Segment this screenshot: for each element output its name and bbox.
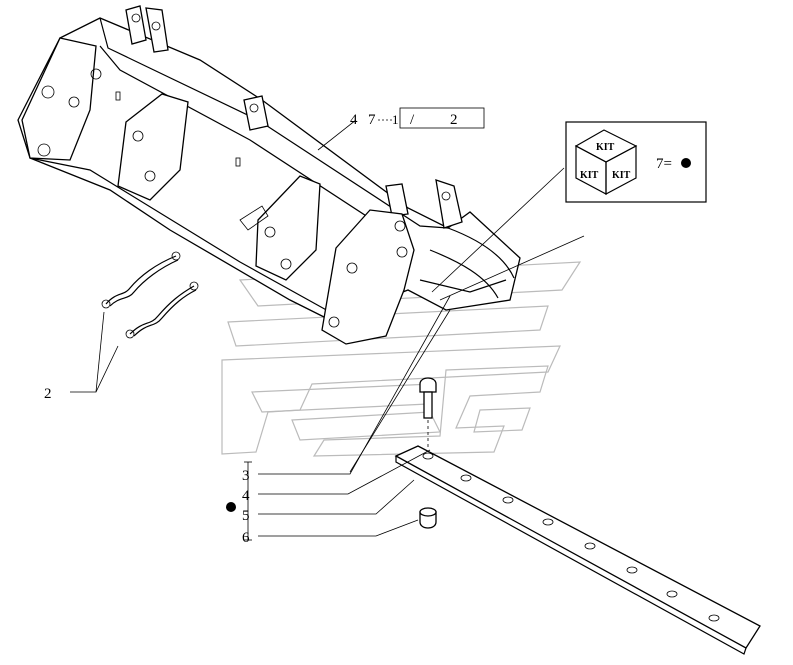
- part-label-3: 3: [242, 468, 250, 484]
- cutting-edge-blade: [394, 445, 761, 655]
- reference-callout: 4 7 1 / 2: [350, 107, 485, 129]
- kit-cube-icon: KIT KIT KIT: [574, 129, 638, 195]
- kit-legend-box: KIT KIT KIT 7=: [565, 121, 707, 203]
- nut: [419, 507, 437, 529]
- ref-box: [399, 107, 485, 129]
- loader-bucket: [17, 5, 521, 345]
- ref-slash: /: [410, 112, 415, 128]
- bullet-dot-icon: [226, 502, 236, 512]
- bullet-dot-icon: [681, 158, 691, 168]
- part-label-6: 6: [242, 530, 250, 546]
- ref-fraction: 1: [392, 112, 399, 127]
- part-label-5: 5: [242, 508, 250, 524]
- ref-box-number: 2: [450, 112, 458, 128]
- ref-sub-number: 7: [368, 112, 376, 128]
- kit-face-right: KIT: [612, 170, 631, 181]
- ref-main-number: 4: [350, 112, 358, 128]
- kit-face-left: KIT: [580, 170, 599, 181]
- part-label-4: 4: [242, 488, 250, 504]
- hose-ref-label: 2: [44, 386, 52, 402]
- kit-face-top: KIT: [596, 142, 615, 153]
- part-number-list: 3 4 5 6: [226, 461, 252, 546]
- kit-eq-label: 7=: [656, 156, 672, 172]
- hydraulic-hoses: [101, 251, 199, 339]
- bolt: [419, 377, 437, 448]
- leader-lines: [70, 119, 585, 537]
